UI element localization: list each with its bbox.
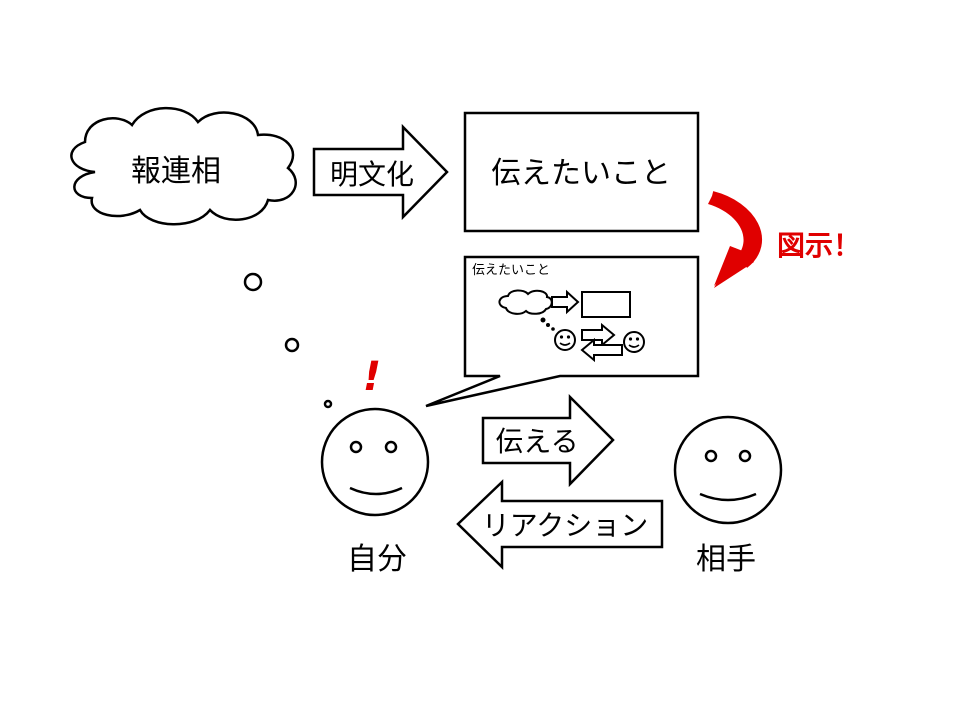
illustrate-arrow [708, 191, 762, 288]
arrow-convey: 伝える [481, 393, 615, 488]
mini-smiley-icon [554, 329, 576, 351]
thought-dot-large [243, 272, 263, 292]
partner-smiley-icon [673, 415, 783, 525]
mini-arrow-right-icon [551, 289, 580, 315]
thought-dot-small [323, 399, 333, 409]
thought-dot-medium [284, 337, 300, 353]
speech-bubble: 伝えたいこと [425, 255, 700, 408]
arrow-convey-label: 伝える [495, 425, 578, 458]
mini-dot-icon [551, 327, 555, 331]
mini-smiley-icon [623, 331, 645, 353]
mini-box-icon [581, 291, 631, 318]
message-box-label: 伝えたいこと [491, 156, 671, 191]
arrow-reaction: リアクション [456, 479, 664, 570]
mini-dot-icon [540, 317, 546, 323]
cloud-label: 報連相 [131, 154, 221, 189]
partner-label: 相手 [696, 542, 756, 577]
mini-cloud-icon [498, 289, 553, 315]
arrow-reaction-label: リアクション [482, 509, 649, 542]
thought-cloud: 報連相 [70, 106, 297, 226]
exclamation-mark: ! [363, 354, 381, 400]
mini-arrow-left-icon [580, 337, 623, 363]
speech-title: 伝えたいこと [472, 263, 550, 278]
message-box: 伝えたいこと [463, 111, 700, 233]
arrow-articulate: 明文化 [312, 123, 449, 221]
mini-dot-icon [546, 323, 550, 327]
illustrate-label: 図示！ [777, 229, 861, 262]
arrow-articulate-label: 明文化 [330, 158, 414, 191]
self-smiley-icon [320, 407, 430, 517]
mini-arrow-right-icon [581, 322, 616, 348]
self-label: 自分 [347, 542, 407, 577]
